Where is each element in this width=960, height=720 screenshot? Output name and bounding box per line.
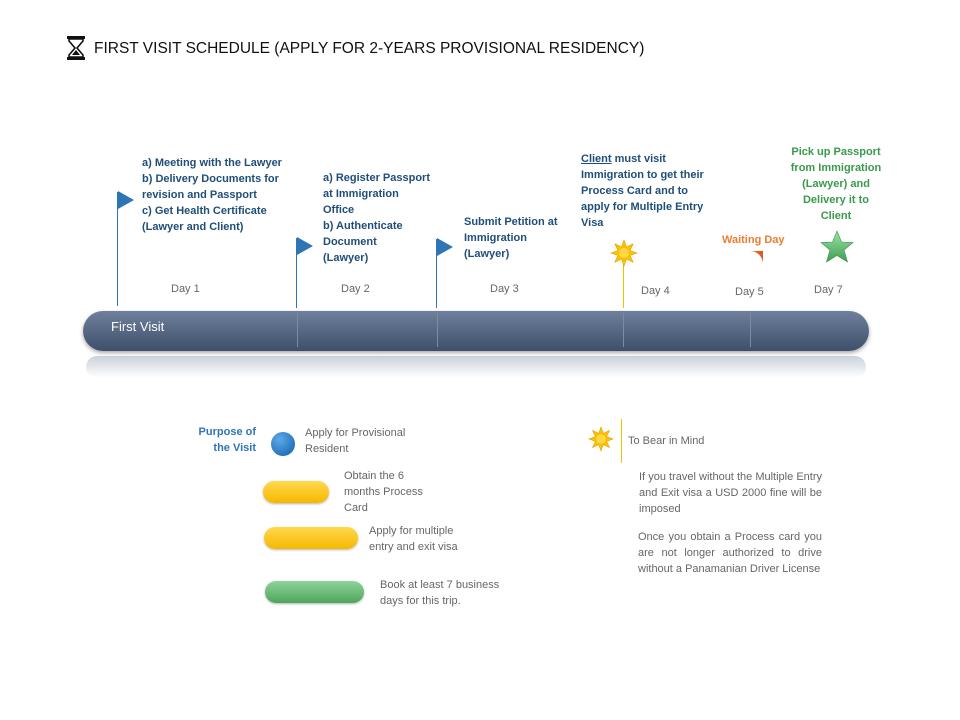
purpose-heading: Purpose of the Visit <box>198 426 256 454</box>
day2-marker-line <box>296 238 297 308</box>
note-text: If you travel without the Multiple Entry… <box>639 471 822 515</box>
day3-marker-line <box>436 239 437 308</box>
bear-in-mind-divider <box>621 419 622 463</box>
page-title: FIRST VISIT SCHEDULE (APPLY FOR 2-YEARS … <box>94 40 645 57</box>
legend-item-text: Apply for Provisional Resident <box>305 427 406 455</box>
step-day3-text: Submit Petition at Immigration (Lawyer) <box>464 216 558 260</box>
step-day4-text: Client must visit Immigration to get the… <box>581 153 704 229</box>
day-label: Day 2 <box>341 283 370 295</box>
legend-yellow-pill <box>263 481 329 503</box>
legend-item-text: Book at least 7 business days for this t… <box>380 579 500 607</box>
hourglass-icon <box>67 36 85 60</box>
step-day5-text: Waiting Day <box>722 234 785 246</box>
drop-icon <box>737 251 763 277</box>
day-label: Day 4 <box>641 285 670 297</box>
day-label: Day 1 <box>171 283 200 295</box>
legend-item-text: Apply for multiple entry and exit visa <box>369 525 458 553</box>
legend-yellow-pill <box>264 527 358 549</box>
timeline-bar-reflection <box>86 356 866 378</box>
circle-icon <box>271 432 295 456</box>
day1-marker-line <box>117 192 118 306</box>
timeline-bar <box>83 311 869 351</box>
flag-icon <box>437 238 453 256</box>
bar-separator <box>437 313 438 347</box>
day-label: Day 5 <box>735 286 764 298</box>
step-day1-text: a) Meeting with the Lawyer b) Delivery D… <box>142 157 282 233</box>
day-label: Day 7 <box>814 284 843 296</box>
legend-green-pill <box>265 581 364 603</box>
note-text: Once you obtain a Process card you are n… <box>638 531 822 575</box>
day4-marker-line <box>623 264 624 308</box>
day-label: Day 3 <box>490 283 519 295</box>
step-day7-text: Pick up Passport from Immigration (Lawye… <box>790 146 882 222</box>
bear-in-mind-label: To Bear in Mind <box>628 435 705 447</box>
flag-icon <box>297 237 313 255</box>
client-link: Client <box>581 153 612 165</box>
bar-separator <box>623 313 624 347</box>
flag-icon <box>118 191 134 209</box>
bar-separator <box>750 313 751 347</box>
legend-item-text: Obtain the 6 months Process Card <box>344 470 423 514</box>
timeline-bar-label: First Visit <box>111 319 165 334</box>
bar-separator <box>297 313 298 347</box>
step-day2-text: a) Register Passport at Immigration Offi… <box>323 172 430 264</box>
sun-icon <box>588 426 614 452</box>
star-icon <box>820 230 854 263</box>
sun-icon <box>610 239 638 267</box>
